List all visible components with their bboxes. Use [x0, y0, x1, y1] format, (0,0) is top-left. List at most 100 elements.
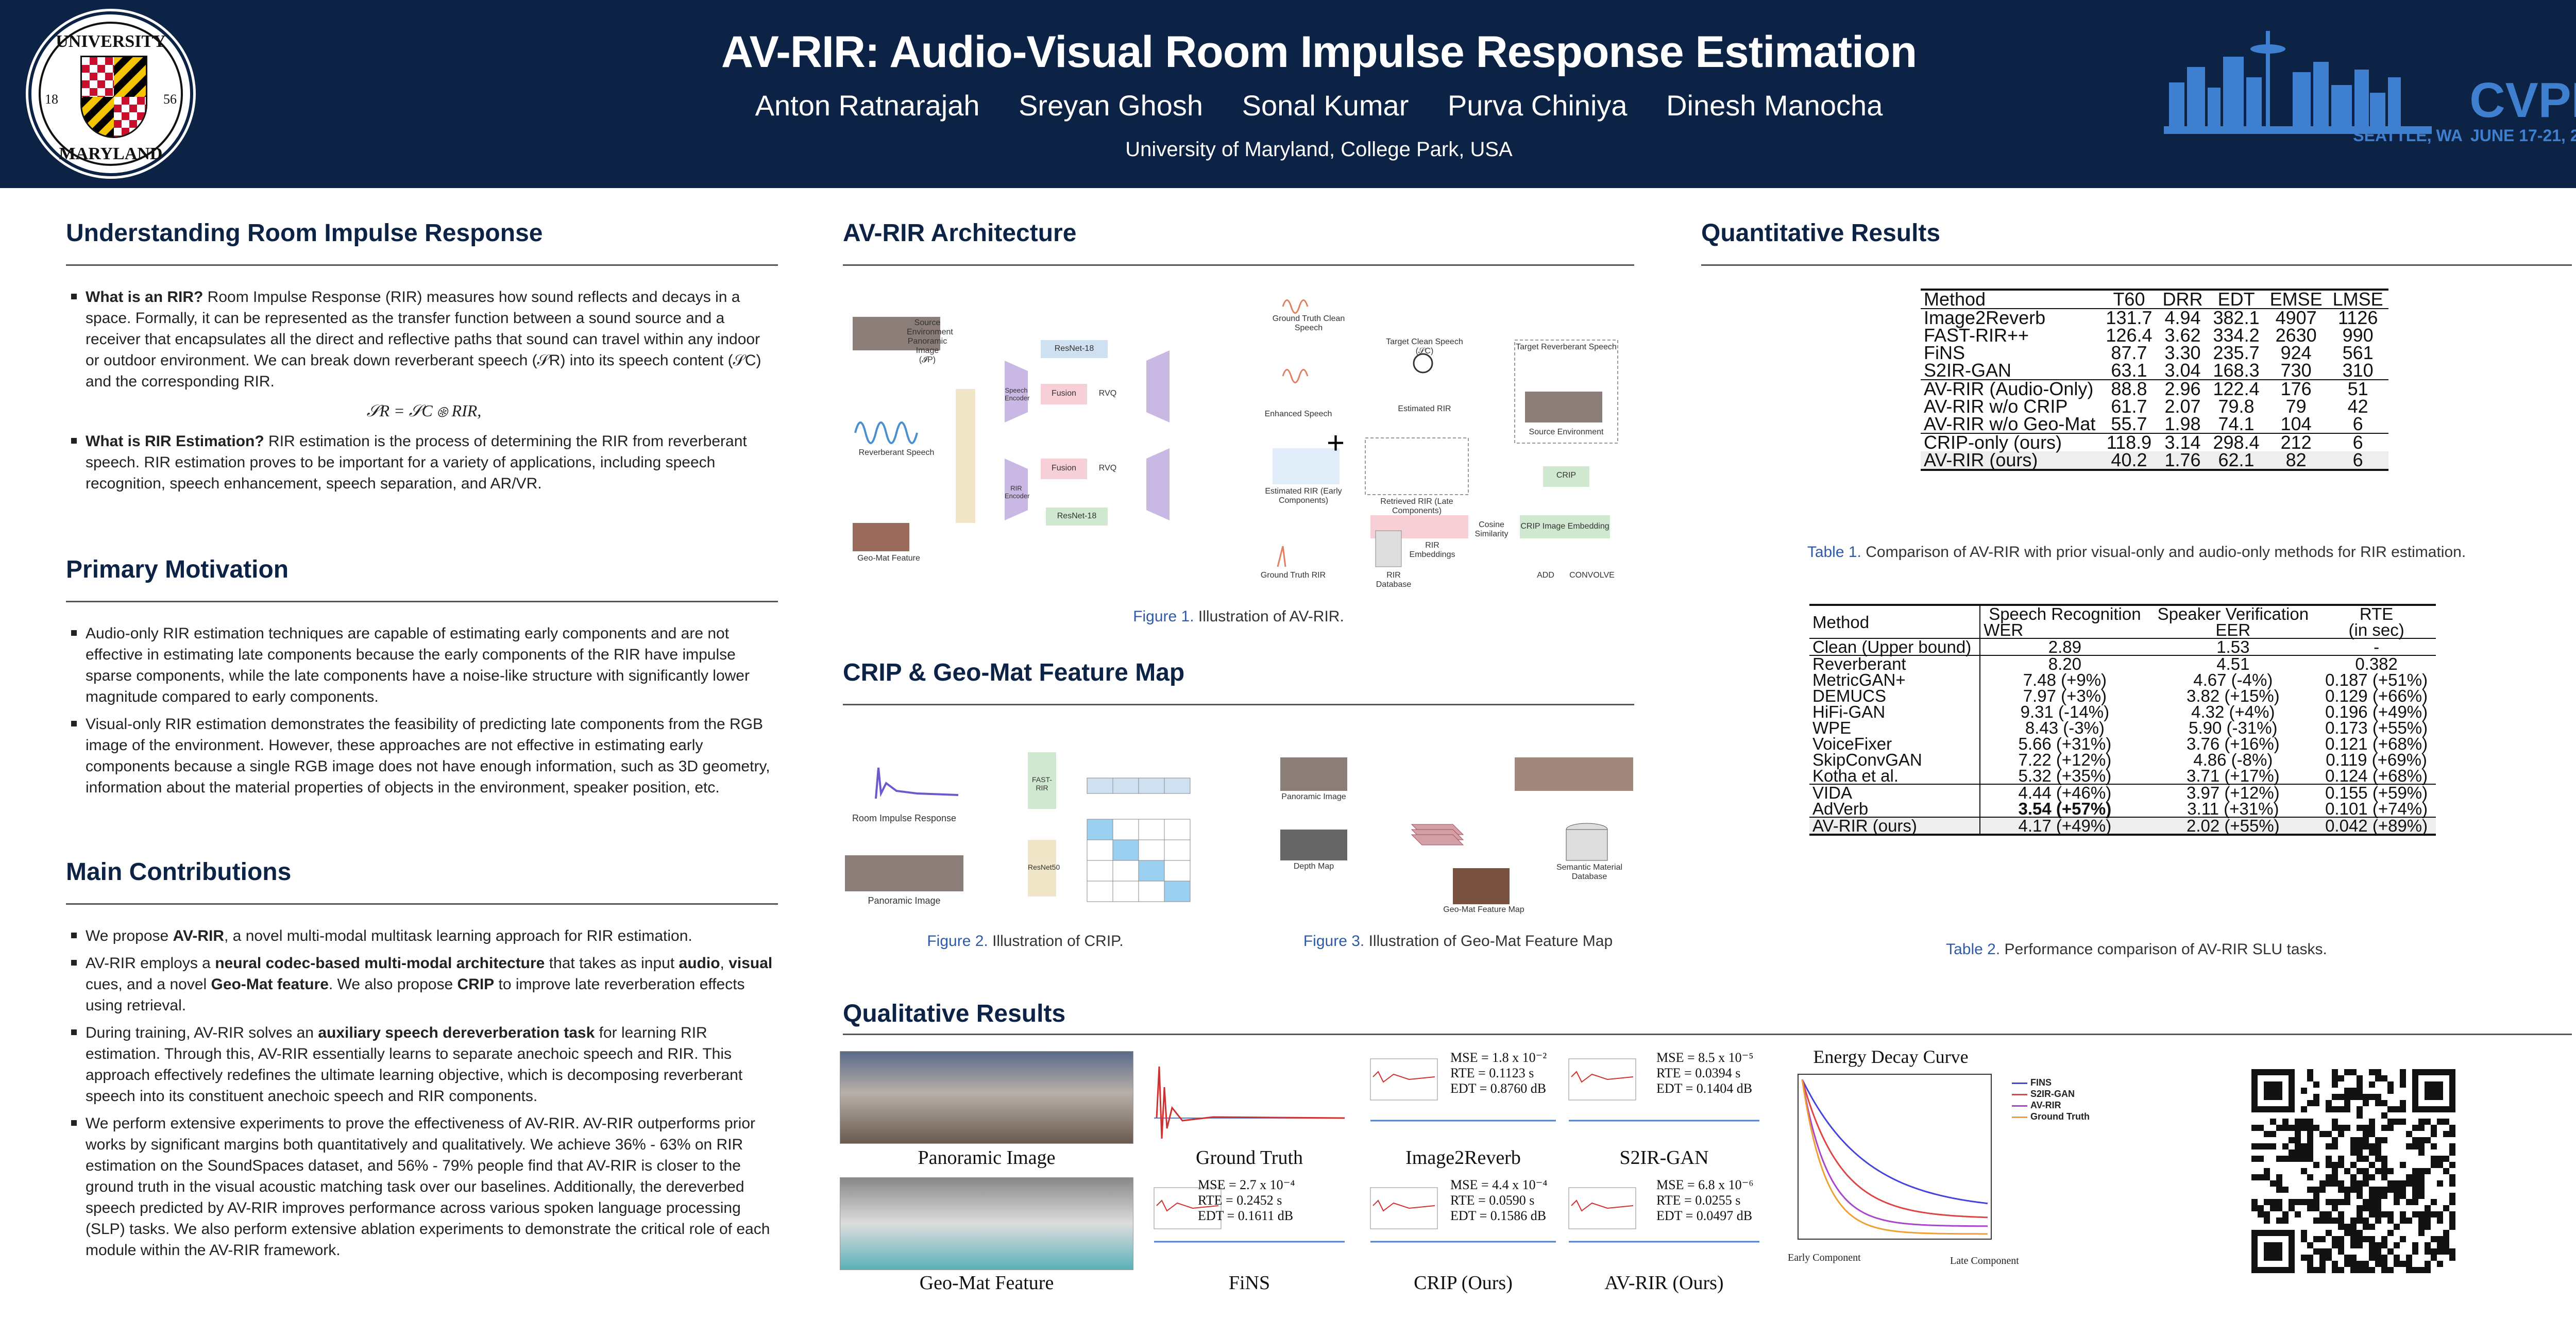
panoramic-image [840, 1051, 1133, 1144]
table-cell: 55.7 [2111, 413, 2147, 434]
table-cell: 5.90 (-31%) [2189, 718, 2278, 737]
figure-label: Geo-Mat Feature [857, 554, 920, 563]
author: Dinesh Manocha [1666, 89, 1883, 122]
plot-label: CRIP (Ours) [1414, 1272, 1513, 1294]
figure-label: Enhanced Speech [1264, 410, 1332, 418]
table-cell: 1.98 [2164, 413, 2201, 434]
bullet-lead: What is an RIR? [86, 289, 204, 306]
table-cell: 5.32 (+35%) [2018, 766, 2112, 785]
edc-series-line [1801, 1079, 1988, 1235]
figure-label: Source Environment Panoramic Image (𝓘P) [907, 318, 953, 364]
table-cell: 79 [2285, 396, 2307, 417]
figure-label: Fusion [1051, 464, 1077, 472]
legend-entry: S2IR-GAN [2030, 1089, 2075, 1099]
table-cell: 4907 [2275, 307, 2317, 328]
table-cell: DEMUCS [1809, 687, 1981, 704]
author: Purva Chiniya [1447, 89, 1628, 122]
figure-label: Source Environment [1529, 428, 1604, 436]
table-cell: 131.7 [2106, 307, 2153, 328]
figure-label: CRIP [1556, 471, 1577, 480]
section-divider [66, 601, 778, 602]
edc-series-line [1801, 1079, 1988, 1205]
section-body: We propose AV-RIR, a novel multi-modal m… [70, 925, 778, 1267]
figure-caption: Figure 3. Illustration of Geo-Mat Featur… [1303, 933, 1613, 950]
figure-label: CONVOLVE [1569, 571, 1615, 580]
list-item: We perform extensive experiments to prov… [70, 1113, 778, 1261]
author-list: Anton Ratnarajah Sreyan Ghosh Sonal Kuma… [0, 89, 2576, 122]
figure-label: Semantic Material Database [1556, 863, 1623, 881]
table-cell: S2IR-GAN [1924, 360, 2012, 381]
table-cell: Image2Reverb [1924, 307, 2046, 328]
table-cell: 2.07 [2164, 396, 2201, 417]
table-cell: VIDA [1809, 784, 1981, 801]
table-cell: 0.173 (+55%) [2325, 718, 2428, 737]
edc-series-line [1801, 1079, 1988, 1227]
bullet-text: Room Impulse Response (RIR) measures how… [86, 289, 761, 390]
table-cell: 79.8 [2218, 396, 2255, 417]
author: Anton Ratnarajah [755, 89, 980, 122]
fins-plot [1154, 1187, 1345, 1243]
table-cell: 561 [2342, 342, 2374, 363]
section-title: Understanding Room Impulse Response [66, 219, 543, 247]
figure-label: Estimated RIR [1398, 404, 1451, 413]
section-divider [843, 1034, 2572, 1035]
table-cell: 4.51 [2216, 654, 2250, 673]
figure-label: FAST-RIR [1032, 775, 1052, 792]
table-cell: 3.14 [2164, 432, 2201, 453]
affiliation: University of Maryland, College Park, US… [1125, 138, 1513, 161]
cvpr-logo: CVPR SEATTLE, WA JUNE 17-21, 2024 [2164, 21, 2576, 155]
figure-label: Depth Map [1293, 862, 1334, 871]
table-cell: Reverberant [1809, 655, 1981, 672]
table-cell: 0.155 (+59%) [2325, 783, 2428, 802]
image-label: Geo-Mat Feature [919, 1272, 1054, 1294]
plot-label: S2IR-GAN [1619, 1147, 1709, 1169]
table-cell: 7.22 (+12%) [2018, 750, 2112, 769]
table-cell: 3.54 (+57%) [2018, 799, 2112, 818]
author: Sreyan Ghosh [1019, 89, 1204, 122]
list-item: During training, AV-RIR solves an auxili… [70, 1022, 778, 1107]
edc-series-line [1801, 1079, 1988, 1219]
section-title: Quantitative Results [1701, 219, 1941, 247]
table-cell: 3.04 [2164, 360, 2201, 381]
figure-label: Target Clean Speech (𝒮C) [1386, 337, 1463, 356]
table-caption: Table 1. Comparison of AV-RIR with prior… [1807, 544, 2466, 561]
figure-label: Estimated RIR (Early Components) [1265, 487, 1342, 505]
table-cell: 8.20 [2048, 654, 2081, 673]
section-divider [1701, 264, 2572, 266]
table-cell: 298.4 [2213, 432, 2260, 453]
figure-label: ADD [1537, 571, 1554, 580]
table-cell: 4.86 (-8%) [2193, 750, 2273, 769]
crip-figure: Room Impulse Response Panoramic Image FA… [845, 742, 1206, 917]
table-cell: 3.30 [2164, 342, 2201, 363]
table-cell: 51 [2347, 378, 2368, 399]
image2reverb-plot [1370, 1058, 1556, 1122]
table-cell: 7.97 (+3%) [2023, 686, 2107, 705]
figure-label: RVQ [1098, 389, 1117, 398]
table-cell: 0.129 (+66%) [2325, 686, 2428, 705]
table-cell: 0.121 (+68%) [2325, 734, 2428, 753]
list-item: Audio-only RIR estimation techniques are… [70, 623, 778, 707]
edc-title: Energy Decay Curve [1813, 1046, 1969, 1067]
table-cell: 4.44 (+46%) [2018, 783, 2112, 802]
plot-label: Image2Reverb [1405, 1147, 1521, 1169]
svg-text:+: + [1327, 426, 1345, 460]
table-cell: 3.62 [2164, 325, 2201, 346]
table-cell: MetricGAN+ [1809, 671, 1981, 688]
table-cell: 730 [2280, 360, 2312, 381]
table-cell: 0.101 (+74%) [2325, 799, 2428, 818]
image-label: Panoramic Image [918, 1147, 1056, 1169]
section-divider [843, 264, 1634, 266]
table-cell: 0.382 [2355, 654, 2398, 673]
table-cell: 118.9 [2106, 432, 2152, 453]
